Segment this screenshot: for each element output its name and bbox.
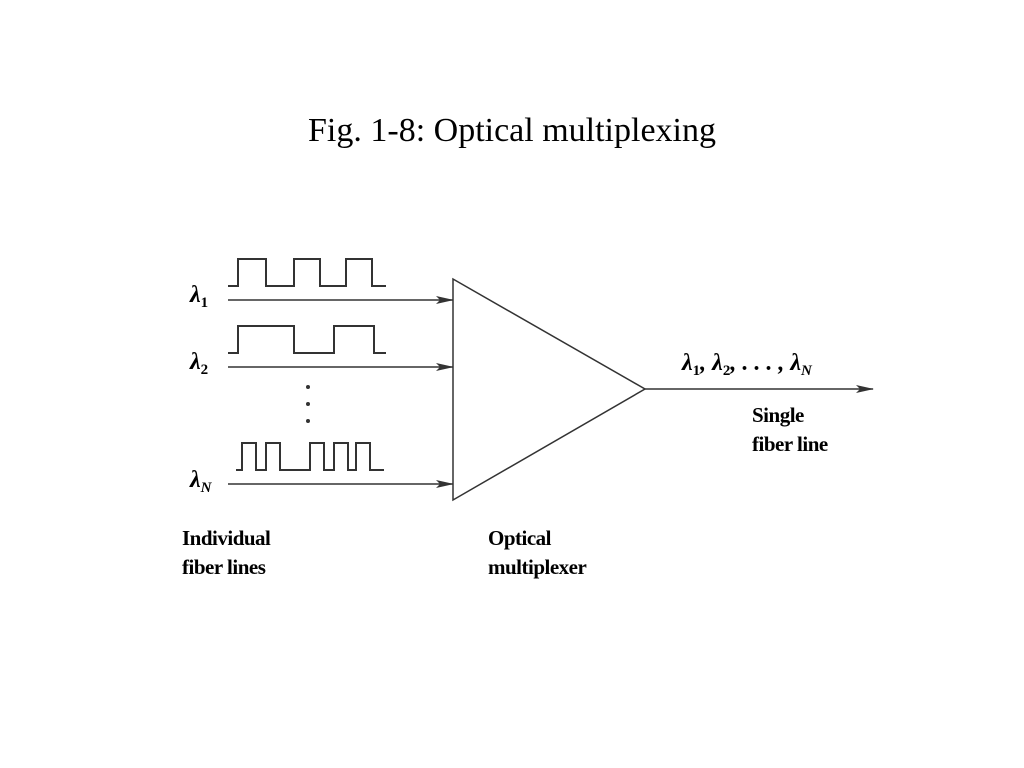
input-n-subscript: N: [200, 480, 213, 496]
optical-multiplexer-triangle: [452, 277, 647, 502]
figure-title: Fig. 1-8: Optical multiplexing: [308, 112, 716, 149]
output-caption-line-1: Single: [752, 403, 804, 427]
input-2-pulse-waveform: [228, 325, 386, 354]
input-1-wavelength-label: λ1: [189, 282, 208, 311]
output-wavelengths-label: λ1, λ2, . . . , λN: [681, 350, 813, 379]
multiplexer-caption-line-2: multiplexer: [488, 555, 586, 579]
vertical-ellipsis: [306, 385, 310, 423]
multiplexer-caption-line-1: Optical: [488, 526, 552, 550]
input-2-lambda: λ: [189, 349, 201, 375]
input-2-subscript: 2: [201, 362, 209, 378]
output-subscript-2: 2: [723, 363, 731, 379]
input-1-pulse-waveform: [228, 258, 386, 287]
output-caption-line-2: fiber line: [752, 432, 828, 456]
output-lambda-1: λ: [681, 350, 693, 376]
output-subscript-n: N: [800, 363, 813, 379]
input-1-subscript: 1: [201, 295, 209, 311]
input-caption-line-2: fiber lines: [182, 555, 266, 579]
input-2-wavelength-label: λ2: [189, 349, 208, 378]
input-caption-line-1: Individual: [182, 526, 271, 550]
input-n-pulse-waveform: [236, 442, 384, 471]
input-n-lambda: λ: [189, 467, 201, 493]
output-lambda-n: , . . . , λ: [729, 350, 801, 376]
output-subscript-1: 1: [693, 363, 701, 379]
input-1-lambda: λ: [189, 282, 201, 308]
output-lambda-2: , λ: [699, 350, 723, 376]
input-n-wavelength-label: λN: [189, 467, 213, 496]
